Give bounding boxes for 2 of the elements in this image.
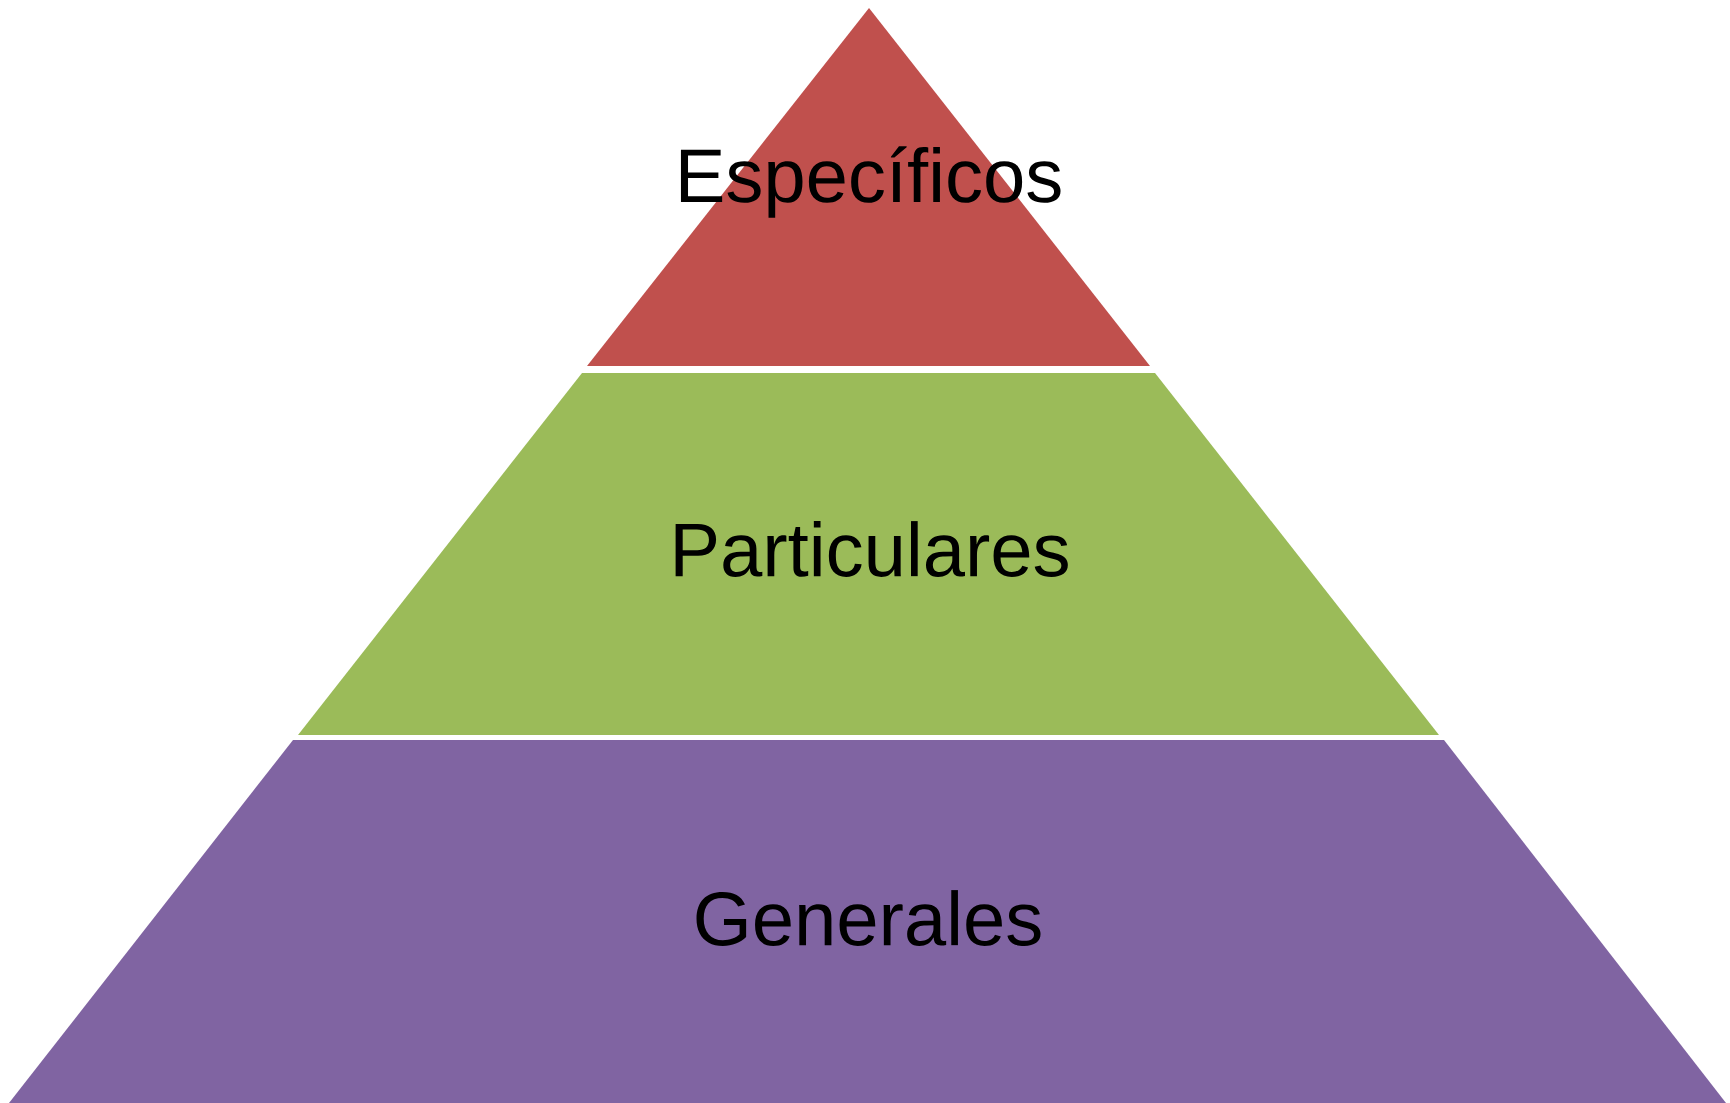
- pyramid-level: Generales: [9, 740, 1726, 1103]
- pyramid-level: Particulares: [298, 373, 1439, 735]
